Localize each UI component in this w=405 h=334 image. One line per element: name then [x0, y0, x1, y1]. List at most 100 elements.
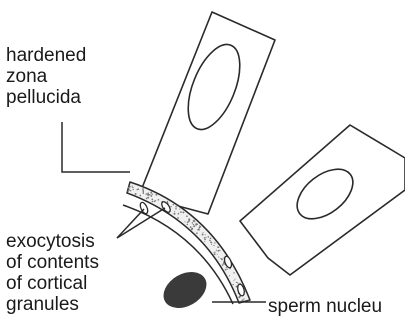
zona-speckle	[190, 226, 192, 228]
zona-speckle	[135, 193, 137, 195]
zona-speckle	[128, 187, 129, 188]
zona-speckle	[155, 200, 156, 201]
zona-speckle	[233, 280, 234, 281]
zona-speckle	[174, 211, 175, 212]
zona-speckle	[147, 197, 149, 199]
zona-speckle	[140, 195, 141, 196]
zona-speckle	[217, 254, 218, 255]
zona-speckle	[208, 236, 210, 238]
zona-speckle	[219, 250, 220, 251]
zona-speckle	[188, 219, 190, 221]
zona-speckle	[155, 194, 157, 196]
zona-speckle	[174, 213, 176, 215]
zona-speckle	[184, 221, 185, 222]
zona-speckle	[151, 199, 153, 201]
zona-speckle	[214, 252, 215, 253]
zona-speckle	[150, 195, 152, 197]
follicle-cell-upper	[142, 12, 275, 214]
zona-speckle	[193, 220, 195, 222]
zona-speckle	[128, 188, 129, 189]
zona-speckle	[180, 211, 182, 213]
sperm-nucleus	[157, 265, 213, 316]
zona-speckle	[129, 186, 131, 188]
zona-speckle	[226, 267, 227, 268]
zona-speckle	[239, 296, 240, 297]
zona-speckle	[233, 272, 234, 273]
zona-speckle	[242, 300, 243, 301]
zona-speckle	[218, 257, 219, 258]
zona-speckle	[192, 222, 194, 224]
zona-speckle	[127, 191, 129, 193]
zona-speckle	[217, 250, 219, 252]
zona-speckle	[146, 198, 148, 200]
zona-speckle	[182, 211, 184, 213]
zona-speckle	[204, 237, 205, 238]
zona-speckle	[147, 193, 148, 194]
zona-speckle	[152, 194, 153, 195]
zona-speckle	[178, 213, 180, 215]
zona-speckle	[152, 201, 154, 203]
zona-speckle	[143, 193, 144, 194]
zona-speckle	[133, 189, 134, 190]
zona-speckle	[216, 250, 217, 251]
sperm-nucleus-label: sperm nucleu	[268, 296, 382, 317]
zona-speckle	[193, 225, 195, 227]
zona-speckle	[145, 194, 146, 195]
zona-speckle	[221, 258, 223, 260]
zona-speckle	[196, 232, 198, 234]
zona-speckle	[205, 237, 206, 238]
zona-speckle	[193, 224, 194, 225]
zona-speckle	[149, 194, 151, 196]
zona-speckle	[214, 253, 216, 255]
zona-speckle	[203, 232, 204, 233]
zona-pellucida-label: hardened zona pellucida	[6, 45, 86, 108]
zona-speckle	[205, 234, 206, 235]
zona-speckle	[138, 188, 140, 190]
zona-speckle	[225, 269, 227, 271]
zona-speckle	[192, 228, 193, 229]
zona-speckle	[236, 282, 237, 283]
zona-speckle	[175, 208, 177, 210]
zona-speckle	[226, 269, 227, 270]
zona-speckle	[209, 239, 211, 241]
zona-speckle	[229, 275, 230, 276]
zona-speckle	[217, 246, 218, 247]
zona-speckle	[213, 245, 214, 246]
zona-speckle	[132, 187, 133, 188]
zona-speckle	[129, 189, 130, 190]
zona-speckle	[237, 282, 238, 283]
zona-speckle	[199, 227, 201, 229]
zona-speckle	[215, 252, 216, 253]
zona-speckle	[222, 264, 223, 265]
zona-speckle	[158, 199, 160, 201]
zona-speckle	[151, 193, 152, 194]
zona-speckle	[202, 234, 204, 236]
zona-speckle	[179, 209, 180, 210]
zona-speckle	[177, 217, 179, 219]
zona-speckle	[170, 206, 171, 207]
zona-speckle	[243, 298, 244, 299]
zona-speckle	[234, 279, 235, 280]
zona-speckle	[248, 300, 249, 301]
zona-speckle	[186, 215, 188, 217]
zona-speckle	[198, 229, 200, 231]
zona-speckle	[175, 206, 177, 208]
zona-speckle	[211, 244, 212, 245]
zona-speckle	[150, 192, 152, 194]
follicle-cell-right	[240, 125, 405, 275]
zona-speckle	[173, 204, 174, 205]
zona-speckle	[195, 224, 197, 226]
zona-speckle	[204, 241, 205, 242]
exocytosis-label: exocytosis of contents of cortical granu…	[6, 231, 99, 315]
zona-speckle	[210, 237, 212, 239]
zona-speckle	[211, 242, 212, 243]
zona-speckle	[146, 193, 147, 194]
zona-speckle	[132, 185, 133, 186]
zona-speckle	[214, 242, 215, 243]
zona-speckle	[187, 224, 189, 226]
zona-speckle	[233, 284, 234, 285]
zona-speckle	[199, 225, 200, 226]
zona-speckle	[130, 190, 131, 191]
zona-speckle	[204, 239, 206, 241]
